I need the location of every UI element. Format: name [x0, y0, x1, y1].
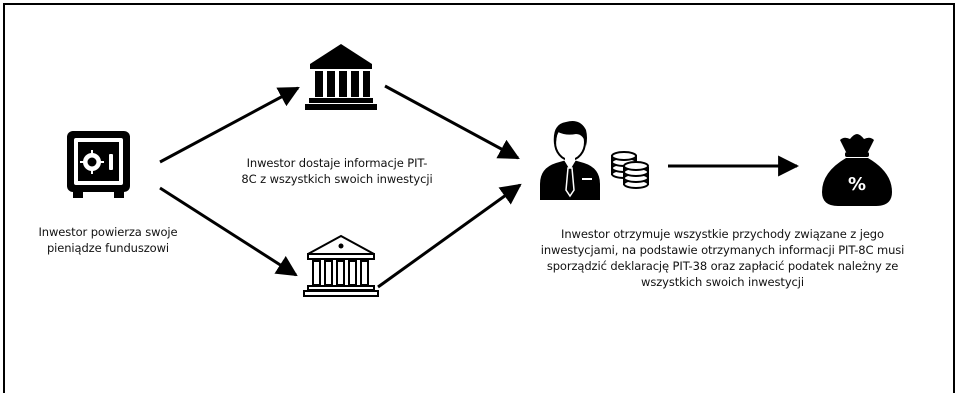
arrows: [159, 84, 800, 289]
diagram-frame: [3, 3, 955, 393]
arrow-safe-to-bank-top: [159, 86, 300, 164]
investor-icon: [540, 121, 600, 200]
caption-investor-tax-obligation: Inwestor otrzymuje wszystkie przychody z…: [540, 227, 905, 289]
tax-bag-symbol: %: [848, 174, 866, 195]
arrow-safe-to-bank-bottom: [159, 186, 298, 277]
tax-bag-icon: %: [822, 134, 892, 206]
arrow-bank-bottom-to-investor: [377, 183, 522, 289]
caption-investor-entrusts-money: Inwestor powierza swoje pieniądze fundus…: [38, 225, 178, 255]
arrow-bank-top-to-investor: [384, 84, 520, 160]
coins-icon: [611, 151, 649, 189]
caption-pit-8c-information: Inwestor dostaje informacje PIT- 8C z ws…: [241, 156, 433, 186]
bank-icon: [305, 44, 377, 110]
bank-outline-icon: [303, 234, 379, 297]
safe-icon: [67, 131, 130, 198]
